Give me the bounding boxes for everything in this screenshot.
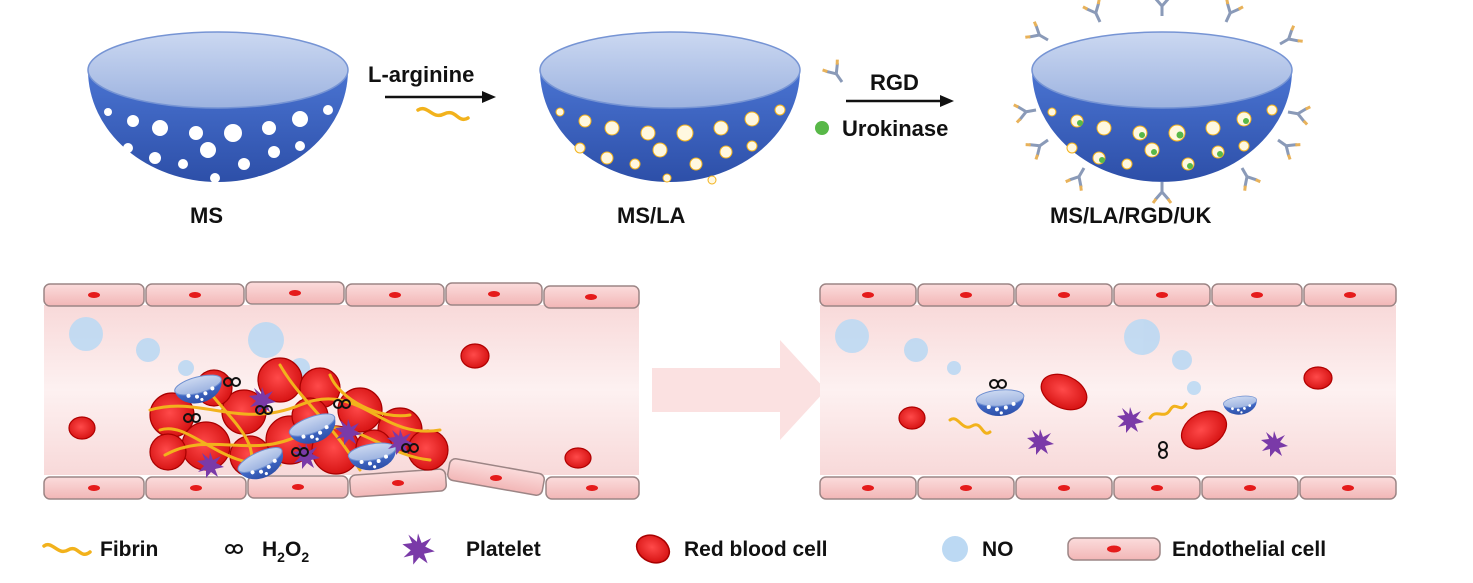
ms-la-rgd-uk-hemisphere (1012, 0, 1312, 205)
label-urokinase: Urokinase (842, 116, 948, 141)
ms-hemisphere (87, 31, 349, 185)
h2o2-icon (225, 544, 243, 554)
platelet-icon (402, 533, 435, 565)
transition-arrow (652, 340, 826, 440)
endothelial-cell-icon (1067, 537, 1161, 561)
arrow-conjugate (846, 95, 954, 107)
blood-clot (148, 357, 449, 487)
legend-red-blood-cell: Red blood cell (684, 538, 828, 561)
ms-la-hemisphere (539, 31, 801, 185)
label-rgd: RGD (870, 70, 919, 95)
legend-no: NO (982, 538, 1014, 561)
red-blood-cell-icon (635, 534, 671, 564)
label-l-arginine: L-arginine (368, 62, 474, 87)
rgd-icon (821, 58, 851, 89)
label-ms: MS (190, 203, 223, 228)
vessel-thrombosed (43, 281, 640, 500)
endothelial-top-row (43, 281, 640, 309)
endothelial-bottom-row-right (819, 476, 1397, 500)
urokinase-dot-icon (815, 121, 829, 135)
legend-h2o2: H2O2 (262, 538, 309, 565)
legend-platelet: Platelet (466, 538, 541, 561)
label-ms-la-rgd-uk: MS/LA/RGD/UK (1050, 203, 1211, 228)
no-icon (942, 536, 968, 562)
fibrin-icon (42, 542, 92, 556)
legend-endothelial-cell: Endothelial cell (1172, 538, 1326, 561)
endothelial-top-row-right (819, 283, 1397, 307)
l-arginine-strand (416, 106, 470, 122)
vessel-recanalized (819, 283, 1397, 500)
arrow-load-l-arginine (385, 91, 496, 103)
label-ms-la: MS/LA (617, 203, 686, 228)
legend: Fibrin H2O2 Platelet Red blood cell NO E… (42, 533, 1326, 565)
legend-fibrin: Fibrin (100, 538, 158, 561)
